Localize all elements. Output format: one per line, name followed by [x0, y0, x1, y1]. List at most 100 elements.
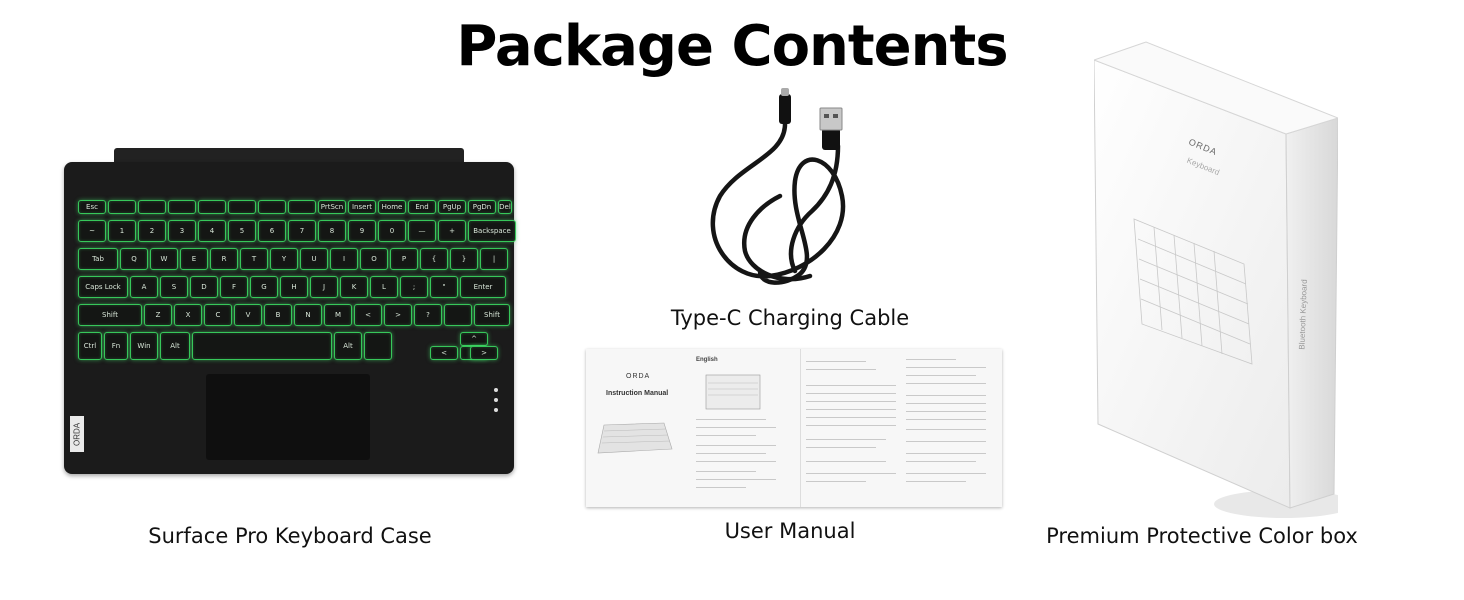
key-quote: ": [430, 276, 458, 298]
manual-text-line: [906, 441, 986, 442]
key-s: S: [160, 276, 188, 298]
manual-text-line: [696, 435, 756, 436]
key-n1: 1: [108, 220, 136, 242]
manual-text-line: [696, 445, 776, 446]
manual-text-line: [906, 403, 986, 404]
manual-text-line: [906, 411, 986, 412]
manual-text-line: [806, 461, 886, 462]
key-n0: 0: [378, 220, 406, 242]
key-z: Z: [144, 304, 172, 326]
key-fn: Fn: [104, 332, 128, 360]
key-bl: {: [420, 248, 448, 270]
key-tilde: ~: [78, 220, 106, 242]
key-del: Del: [498, 200, 512, 214]
key-gt: >: [384, 304, 412, 326]
key-blank: [288, 200, 316, 214]
key-f: F: [220, 276, 248, 298]
manual-text-line: [906, 453, 986, 454]
key-enter: Enter: [460, 276, 506, 298]
key-k: K: [340, 276, 368, 298]
manual-text-line: [806, 439, 886, 440]
manual-text-line: [696, 487, 746, 488]
key-v: V: [234, 304, 262, 326]
key-backspace: Backspace: [468, 220, 516, 242]
manual-text-line: [806, 369, 876, 370]
key-minus: —: [408, 220, 436, 242]
key-g: G: [250, 276, 278, 298]
usb-c-connector: [779, 94, 791, 124]
key-caps: Caps Lock: [78, 276, 128, 298]
manual-text-line: [906, 419, 986, 420]
key-shift-l: Shift: [78, 304, 142, 326]
key-right: >: [470, 346, 498, 360]
manual-text-line: [906, 473, 986, 474]
manual-text-line: [806, 447, 876, 448]
key-m: M: [324, 304, 352, 326]
manual-language: English: [696, 357, 718, 363]
key-blank: [192, 332, 332, 360]
key-e: E: [180, 248, 208, 270]
manual-keyboard-illustration: [597, 422, 673, 454]
key-n9: 9: [348, 220, 376, 242]
key-blank: [364, 332, 392, 360]
key-insert: Insert: [348, 200, 376, 214]
key-a: A: [130, 276, 158, 298]
key-semi: ;: [400, 276, 428, 298]
touchpad: [206, 374, 370, 460]
key-u: U: [300, 248, 328, 270]
manual-text-line: [696, 479, 776, 480]
key-blank: [108, 200, 136, 214]
manual-text-line: [806, 425, 896, 426]
key-blank: [198, 200, 226, 214]
caption-keyboard-case: Surface Pro Keyboard Case: [148, 524, 432, 548]
manual-text-line: [696, 461, 776, 462]
type-c-cable-image: [710, 88, 846, 285]
key-r: R: [210, 248, 238, 270]
manual-text-line: [696, 453, 766, 454]
key-end: End: [408, 200, 436, 214]
color-box-image: [1094, 41, 1338, 518]
key-win: Win: [130, 332, 158, 360]
caption-user-manual: User Manual: [724, 519, 856, 543]
key-alt: Alt: [160, 332, 190, 360]
user-manual-image: ORDA Instruction Manual English: [586, 349, 1002, 507]
key-p: P: [390, 248, 418, 270]
key-n8: 8: [318, 220, 346, 242]
manual-text-line: [806, 401, 896, 402]
key-up: ^: [460, 332, 488, 346]
key-c: C: [204, 304, 232, 326]
keyboard-hinge: [114, 148, 464, 166]
key-br: }: [450, 248, 478, 270]
manual-text-line: [906, 383, 986, 384]
key-pgdn: PgDn: [468, 200, 496, 214]
manual-brand: ORDA: [626, 373, 651, 380]
key-tab: Tab: [78, 248, 118, 270]
key-l: L: [370, 276, 398, 298]
manual-text-line: [906, 367, 986, 368]
key-x: X: [174, 304, 202, 326]
status-led: [494, 388, 498, 392]
key-t: T: [240, 248, 268, 270]
manual-text-line: [806, 393, 896, 394]
status-led: [494, 398, 498, 402]
manual-text-line: [696, 471, 756, 472]
manual-text-line: [806, 417, 896, 418]
key-left: <: [430, 346, 458, 360]
key-d: D: [190, 276, 218, 298]
key-n2: 2: [138, 220, 166, 242]
box-keyboard-illustration: [1133, 218, 1253, 365]
manual-text-line: [906, 481, 966, 482]
key-prtscn: PrtScn: [318, 200, 346, 214]
key-blank: [444, 304, 472, 326]
key-i: I: [330, 248, 358, 270]
caption-charging-cable: Type-C Charging Cable: [670, 306, 910, 330]
key-n3: 3: [168, 220, 196, 242]
key-lt: <: [354, 304, 382, 326]
key-n: N: [294, 304, 322, 326]
key-slash: ?: [414, 304, 442, 326]
manual-text-line: [806, 473, 896, 474]
manual-text-line: [696, 419, 766, 420]
keyboard-brand-label: ORDA: [70, 416, 84, 452]
key-h: H: [280, 276, 308, 298]
